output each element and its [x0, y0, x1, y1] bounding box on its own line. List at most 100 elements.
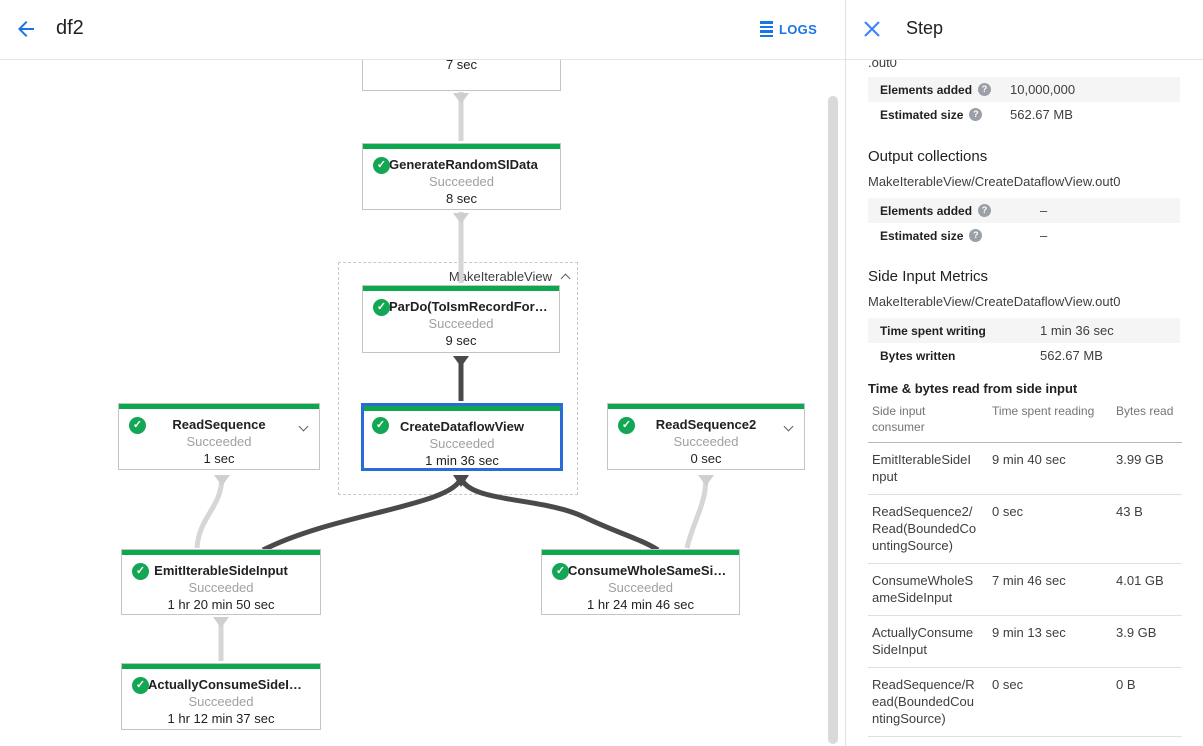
edge [194, 475, 225, 549]
table-row: ReadSequence/Read(BoundedCountingSource)… [868, 668, 1182, 737]
panel-title: Step [906, 18, 944, 38]
node-status: Succeeded [428, 174, 495, 189]
arrowhead [453, 93, 469, 104]
side-input-collection-name: MakeIterableView/CreateDataflowView.out0 [868, 294, 1121, 309]
success-check-icon: ✓ [552, 563, 569, 580]
graph-vertical-scrollbar[interactable] [828, 96, 838, 744]
success-check-icon: ✓ [129, 417, 146, 434]
node-name: ReadSequence2 [655, 417, 757, 432]
node-name: ReadSequence [172, 417, 266, 432]
metric-value: – [1040, 228, 1048, 243]
node-status: Succeeded [188, 694, 254, 709]
node-duration: 1 sec [203, 451, 235, 466]
node-name: EmitIterableSideInput [154, 563, 288, 578]
metric-value: – [1040, 203, 1048, 218]
table-row: ActuallyConsumeSideInput 9 min 13 sec 3.… [868, 616, 1182, 668]
graph-node-emititerablesideinput[interactable]: ✓ EmitIterableSideInput Succeeded 1 hr 2… [121, 549, 321, 615]
table-row: ConsumeWholeSameSideInput 7 min 46 sec 4… [868, 564, 1182, 616]
node-status: Succeeded [607, 580, 674, 595]
logs-button[interactable]: LOGS [760, 21, 817, 37]
node-status-bar [363, 286, 559, 291]
help-icon[interactable]: ? [978, 83, 992, 97]
graph-node-readsequence[interactable]: ✓ ReadSequence Succeeded 1 sec [118, 403, 320, 470]
graph-node-generaterandomsidata[interactable]: ✓ GenerateRandomSIData Succeeded 8 sec [362, 143, 561, 210]
node-status: Succeeded [429, 436, 495, 451]
success-check-icon: ✓ [373, 299, 390, 316]
edge [684, 475, 709, 549]
graph-node-consumewholesamesideinput[interactable]: ✓ ConsumeWholeSameSi… Succeeded 1 hr 24 … [541, 549, 740, 615]
graph-node-pardo-toismrecord[interactable]: ✓ ParDo(ToIsmRecordFor… Succeeded 9 sec [362, 285, 560, 353]
node-duration: 1 hr 12 min 37 sec [167, 711, 275, 726]
graph-node-readsequence2[interactable]: ✓ ReadSequence2 Succeeded 0 sec [607, 403, 805, 470]
table-header-row: Side input consumer Time spent reading B… [868, 399, 1182, 443]
arrowhead [213, 617, 229, 628]
close-icon[interactable] [863, 20, 883, 40]
job-name-title: df2 [56, 17, 84, 39]
node-duration: 8 sec [445, 191, 478, 206]
side-input-metrics-group: Time spent writing 1 min 36 sec Bytes wr… [868, 318, 1180, 368]
graph-node-actuallyconsumesideinput[interactable]: ✓ ActuallyConsumeSideI… Succeeded 1 hr 1… [121, 663, 321, 730]
success-check-icon: ✓ [372, 417, 389, 434]
side-input-table: Side input consumer Time spent reading B… [868, 399, 1182, 737]
metric-value: 1 min 36 sec [1040, 323, 1114, 338]
node-name: ConsumeWholeSameSi… [568, 563, 727, 578]
success-check-icon: ✓ [132, 563, 149, 580]
metric-row: Estimated size? 562.67 MB [868, 102, 1180, 127]
success-check-icon: ✓ [132, 677, 149, 694]
output-metrics-group: Elements added? – Estimated size? – [868, 198, 1180, 248]
graph-node-createdataflowview-selected[interactable]: ✓ CreateDataflowView Succeeded 1 min 36 … [361, 403, 563, 471]
output-collections-heading: Output collections [868, 148, 988, 165]
metric-row: Elements added? – [868, 198, 1180, 223]
metric-row: Bytes written 562.67 MB [868, 343, 1180, 368]
node-status: Succeeded [428, 316, 494, 331]
node-name: CreateDataflowView [399, 419, 525, 434]
arrowhead [214, 475, 230, 486]
success-check-icon: ✓ [373, 157, 390, 174]
output-collection-name: MakeIterableView/CreateDataflowView.out0 [868, 174, 1121, 189]
node-name: ActuallyConsumeSideI… [148, 677, 302, 692]
metric-value: 562.67 MB [1010, 107, 1073, 122]
node-duration: 9 sec [445, 333, 477, 348]
table-row: EmitIterableSideInput 9 min 40 sec 3.99 … [868, 443, 1182, 495]
node-expand-chevron[interactable] [298, 417, 309, 435]
node-duration: 1 hr 24 min 46 sec [587, 597, 694, 612]
node-duration: 0 sec [690, 451, 722, 466]
node-duration: 1 hr 20 min 50 sec [167, 597, 275, 612]
help-icon[interactable]: ? [978, 204, 992, 218]
step-panel-header: Step [846, 0, 1203, 60]
node-expand-chevron[interactable] [783, 417, 794, 435]
node-status-bar [364, 406, 560, 411]
back-arrow-button[interactable] [14, 17, 42, 43]
node-status-bar [608, 404, 804, 409]
top-app-bar: df2 LOGS [0, 0, 845, 60]
panel-divider [845, 0, 846, 746]
node-status: Succeeded [188, 580, 254, 595]
composite-collapse-control[interactable]: MakeIterableView [449, 269, 571, 284]
metric-row: Elements added? 10,000,000 [868, 77, 1180, 102]
node-status-bar [363, 144, 560, 149]
success-check-icon: ✓ [618, 417, 635, 434]
chevron-up-icon [560, 273, 571, 284]
metric-value: 562.67 MB [1040, 348, 1103, 363]
node-status-bar [122, 550, 320, 555]
logs-list-icon [760, 21, 773, 37]
node-name: GenerateRandomSIData [389, 157, 538, 172]
node-status-bar [542, 550, 739, 555]
node-name: ParDo(ToIsmRecordFor… [389, 299, 548, 314]
job-graph-canvas[interactable]: MakeIterableView [0, 0, 845, 746]
side-input-table-heading: Time & bytes read from side input [868, 381, 1078, 396]
node-duration: 7 sec [445, 57, 478, 72]
table-row: ReadSequence2/Read(BoundedCountingSource… [868, 495, 1182, 564]
help-icon[interactable]: ? [969, 108, 983, 122]
logs-button-label: LOGS [779, 21, 818, 37]
input-metrics-group: Elements added? 10,000,000 Estimated siz… [868, 77, 1180, 127]
metric-value: 10,000,000 [1010, 82, 1076, 97]
node-duration: 1 min 36 sec [425, 453, 499, 468]
node-status: Succeeded [673, 434, 739, 449]
side-input-metrics-heading: Side Input Metrics [868, 268, 989, 285]
clipped-collection-name: .out0 [868, 60, 897, 70]
help-icon[interactable]: ? [969, 229, 983, 243]
metric-row: Estimated size? – [868, 223, 1180, 248]
arrowhead [698, 475, 714, 486]
